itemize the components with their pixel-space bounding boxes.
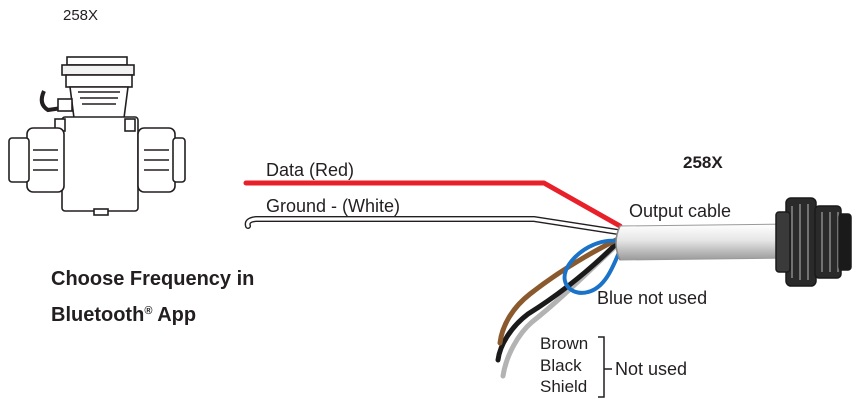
instruction-app: App <box>152 304 197 326</box>
registered-mark: ® <box>144 305 153 317</box>
cable-gland <box>775 197 852 287</box>
black-wire-label: Black <box>540 356 582 375</box>
output-cable-label: Output cable <box>629 201 732 221</box>
instruction-text: Choose Frequency in Bluetooth® App <box>51 263 254 331</box>
brown-wire <box>497 235 623 346</box>
cable-model-label: 258X <box>683 153 723 172</box>
device-model-label: 258X <box>63 7 99 24</box>
output-cable <box>615 223 791 261</box>
instruction-bluetooth: Bluetooth <box>51 304 145 326</box>
ground-wire-white <box>244 216 621 235</box>
blue-wire <box>562 238 624 295</box>
flow-meter-illustration <box>8 56 186 216</box>
data-wire-red <box>243 180 623 229</box>
shield-wire-label: Shield <box>540 377 588 396</box>
instruction-line-1: Choose Frequency in <box>51 268 255 290</box>
not-used-label: Not used <box>615 359 688 379</box>
blue-wire-label: Blue not used <box>597 288 708 308</box>
ground-wire-label: Ground - (White) <box>266 196 401 216</box>
instruction-line-2: Bluetooth® App <box>51 295 254 331</box>
not-used-bracket <box>598 336 612 398</box>
data-wire-label: Data (Red) <box>266 160 355 180</box>
black-wire <box>495 239 621 363</box>
brown-wire-label: Brown <box>540 334 589 353</box>
